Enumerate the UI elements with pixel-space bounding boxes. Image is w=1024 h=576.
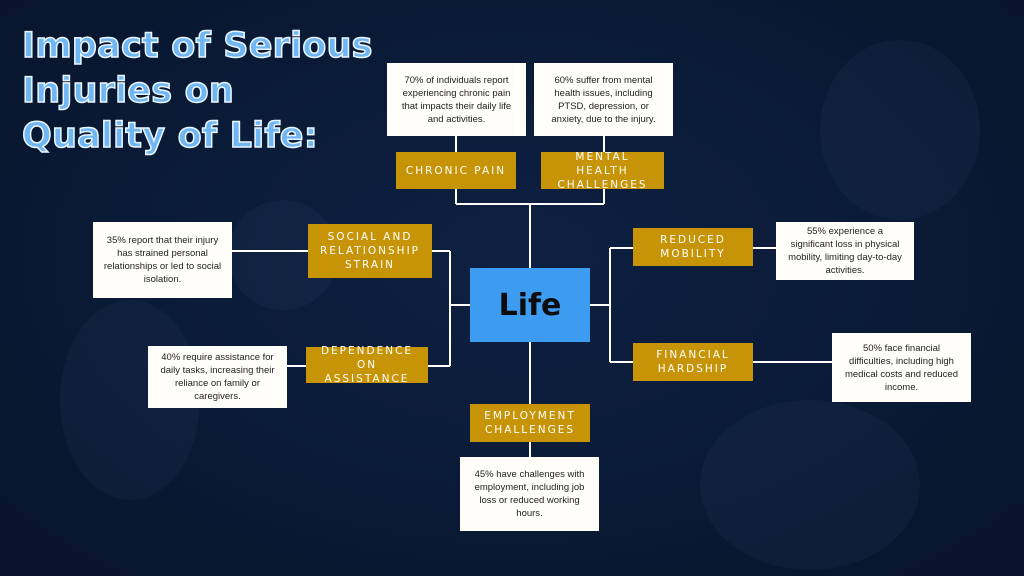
- center-node: Life: [470, 268, 590, 342]
- background-silhouette: [700, 400, 920, 570]
- mental-health-description: 60% suffer from mental health issues, in…: [534, 63, 673, 136]
- dependence-label: DEPENDENCE ON ASSISTANCE: [306, 345, 428, 385]
- reduced-mobility-label: REDUCED MOBILITY: [633, 228, 753, 266]
- chronic-pain-description: 70% of individuals report experiencing c…: [387, 63, 526, 136]
- financial-hardship-label: FINANCIAL HARDSHIP: [633, 343, 753, 381]
- dependence-description: 40% require assistance for daily tasks, …: [148, 346, 287, 408]
- reduced-mobility-description: 55% experience a significant loss in phy…: [776, 222, 914, 280]
- chronic-pain-label: CHRONIC PAIN: [396, 152, 516, 189]
- page-title: Impact of Serious Injuries on Quality of…: [21, 25, 373, 157]
- mental-health-label: MENTAL HEALTH CHALLENGES: [541, 151, 664, 191]
- background-silhouette: [820, 40, 980, 220]
- employment-label: EMPLOYMENT CHALLENGES: [470, 404, 590, 442]
- social-strain-description: 35% report that their injury has straine…: [93, 222, 232, 298]
- employment-description: 45% have challenges with employment, inc…: [460, 457, 599, 531]
- financial-hardship-description: 50% face financial difficulties, includi…: [832, 333, 971, 402]
- social-strain-label: SOCIAL AND RELATIONSHIP STRAIN: [308, 224, 432, 278]
